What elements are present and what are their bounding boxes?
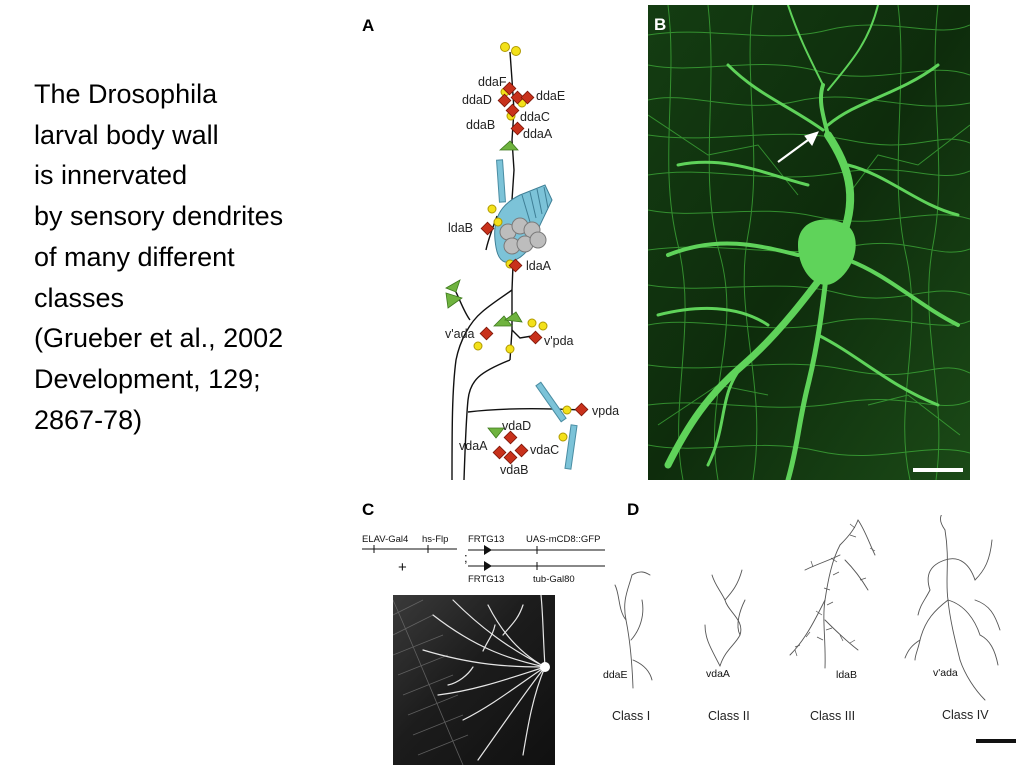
- label-frtg13-bottom: FRTG13: [468, 574, 504, 585]
- support-cell: [538, 321, 548, 331]
- label-vdad: vdaD: [502, 419, 531, 433]
- support-cell: [487, 204, 497, 214]
- cell-body: [540, 662, 550, 672]
- support-cell: [527, 318, 537, 328]
- neuron-marker: [503, 450, 518, 465]
- label-ldab: ldaB: [836, 669, 857, 681]
- triangle-marker: [487, 427, 505, 439]
- arrow-icon: [777, 131, 819, 163]
- label-ddaf: ddaF: [478, 75, 507, 89]
- text-line: larval body wall: [34, 119, 219, 150]
- neuron-marker: [574, 402, 589, 417]
- support-cell: [511, 46, 521, 56]
- label-ddac: ddaC: [520, 110, 550, 124]
- panel-a-diagram: ddaF ddaD ddaE ddaC ddaB ddaA ldaB ldaA …: [445, 42, 619, 481]
- label-vdac: vdaC: [530, 443, 559, 457]
- label-ddae: ddaE: [536, 89, 565, 103]
- panel-b-micrograph: [648, 5, 970, 480]
- label-frtg13-top: FRTG13: [468, 534, 504, 545]
- panel-b-letter: B: [654, 15, 667, 34]
- text-line: 2867-78): [34, 404, 143, 435]
- cell-body: [798, 219, 856, 285]
- label-ldaa: ldaA: [526, 259, 552, 273]
- support-cell: [500, 42, 510, 52]
- label-plus: +: [398, 559, 407, 576]
- neuron-marker: [497, 93, 512, 108]
- text-line: is innervated: [34, 160, 188, 191]
- label-class-iii: Class III: [810, 709, 855, 723]
- support-cell: [473, 341, 483, 351]
- triangle-marker: [445, 279, 461, 293]
- label-vdaa: vdaA: [459, 439, 488, 453]
- cap-cell: [535, 381, 567, 423]
- neuron-marker: [528, 330, 543, 345]
- neuron-marker: [510, 121, 525, 136]
- triangle-marker: [493, 315, 513, 327]
- text-line: of many different: [34, 241, 235, 272]
- panel-c-genotype: ELAV-Gal4 hs-Flp FRTG13 UAS-mCD8::GFP + …: [362, 534, 605, 585]
- text-line: classes: [34, 282, 125, 313]
- panel-c-micrograph: [393, 595, 555, 765]
- text-line: The Drosophila: [34, 79, 218, 109]
- label-tub-gal80: tub-Gal80: [533, 574, 575, 585]
- chordotonal-organ: [494, 184, 553, 263]
- scale-bar: [913, 468, 963, 472]
- neuron-marker: [492, 445, 507, 460]
- text-line: (Grueber et al., 2002: [34, 323, 284, 354]
- neuron-marker: [503, 430, 518, 445]
- neuron-marker: [508, 258, 523, 273]
- panel-a-letter: A: [362, 16, 375, 35]
- label-ddaa: ddaA: [523, 127, 553, 141]
- label-uas-mcd8-gfp: UAS-mCD8::GFP: [526, 534, 600, 545]
- support-cell: [493, 217, 503, 227]
- text-line: by sensory dendrites: [34, 201, 284, 232]
- label-vdaa: vdaA: [706, 668, 730, 680]
- label-vpda: vpda: [592, 404, 619, 418]
- neuron-marker: [502, 81, 517, 96]
- label-class-ii: Class II: [708, 709, 750, 723]
- label-ldab: ldaB: [448, 221, 473, 235]
- panel-d-letter: D: [627, 500, 640, 519]
- label-ddab: ddaB: [466, 118, 495, 132]
- neuron-marker: [505, 103, 520, 118]
- neuron-marker: [514, 443, 529, 458]
- scale-bar: [976, 739, 1016, 743]
- panel-d-tracings: ddaE vdaA ldaB v'ada Class I Class II Cl…: [603, 515, 1016, 743]
- label-elav-gal4: ELAV-Gal4: [362, 534, 408, 545]
- label-ddad: ddaD: [462, 93, 492, 107]
- neuron-marker: [480, 221, 495, 236]
- support-cell: [558, 432, 568, 442]
- cap-cell: [496, 159, 506, 203]
- label-class-i: Class I: [612, 709, 650, 723]
- label-semicolon: ;: [464, 550, 468, 565]
- label-ddae: ddaE: [603, 669, 628, 681]
- neuron-marker: [510, 90, 525, 105]
- label-vdab: vdaB: [500, 463, 529, 477]
- neuron-marker: [520, 90, 535, 105]
- text-line: Development, 129;: [34, 363, 261, 394]
- slide-text-block: The Drosophila larval body wall is inner…: [34, 74, 354, 440]
- support-cell: [505, 344, 515, 354]
- triangle-marker: [498, 140, 519, 151]
- label-hs-flp: hs-Flp: [422, 534, 448, 545]
- label-vada: v'ada: [933, 667, 958, 679]
- support-cell: [562, 405, 572, 415]
- label-vpda-prime: v'pda: [544, 334, 574, 348]
- cap-cell: [564, 424, 578, 470]
- triangle-marker: [445, 292, 463, 309]
- label-class-iv: Class IV: [942, 708, 989, 722]
- panel-c-letter: C: [362, 500, 375, 519]
- label-vada: v'ada: [445, 327, 475, 341]
- triangle-marker: [503, 311, 523, 323]
- neuron-marker: [479, 326, 494, 341]
